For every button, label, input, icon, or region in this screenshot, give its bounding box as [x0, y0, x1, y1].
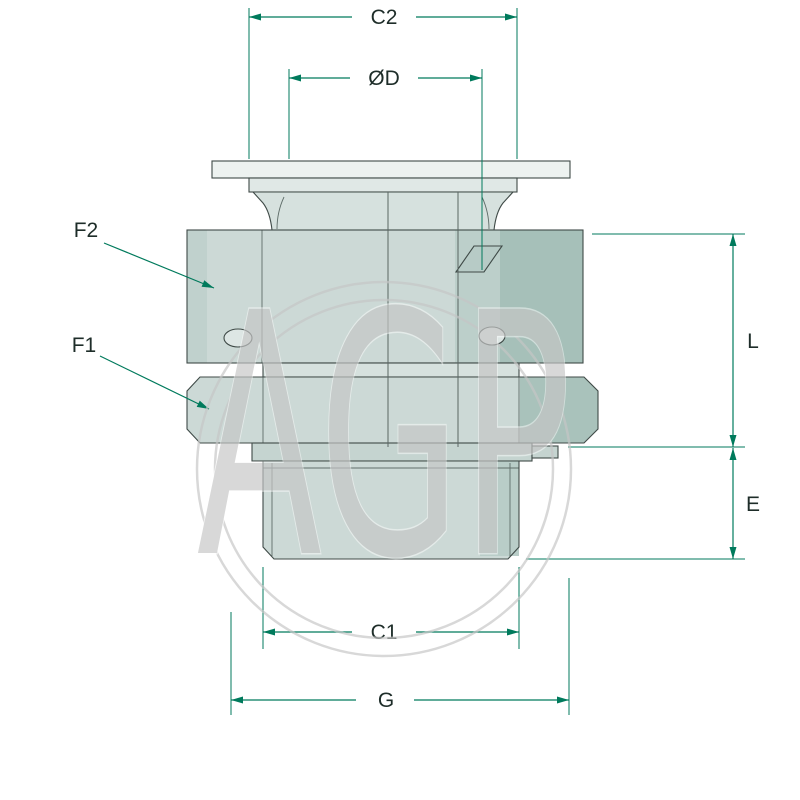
lock-nut-f1: [186, 376, 599, 444]
callout-label-f1: F1: [72, 334, 97, 357]
fitting-part: [186, 160, 599, 560]
neck-arc-right: [481, 196, 490, 230]
dim-label-e: E: [746, 493, 760, 516]
body-outline: [262, 460, 520, 560]
callout-label-f2: F2: [74, 219, 99, 242]
dim-l: [568, 233, 745, 448]
dim-label-od: ØD: [368, 67, 400, 90]
leader-f2: [103, 242, 215, 289]
leader-f1: [99, 355, 210, 410]
neck-arc-left: [276, 196, 285, 230]
dim-g: [230, 578, 570, 715]
flange-step: [248, 177, 518, 193]
dimension-labels: C2 ØD F2 F1 L E C1 G: [72, 6, 760, 712]
nut-chamfer-notch: [454, 245, 504, 273]
dimensions: [99, 8, 745, 715]
watermark-circle-inner: [213, 298, 555, 640]
watermark-circle-outer: [195, 280, 573, 658]
dim-label-l: L: [747, 330, 759, 353]
flange-neck: [251, 191, 515, 231]
locknut-outline: [186, 376, 599, 444]
dim-e: [526, 448, 745, 560]
stamp-ellipse-right: [478, 326, 506, 346]
dim-label-g: G: [378, 689, 394, 712]
dim-c2: [248, 8, 518, 159]
watermark-text: AGP: [197, 243, 572, 633]
dim-od: [288, 69, 483, 270]
flange-plate: [211, 160, 571, 179]
hex-nut-f2: [186, 229, 584, 364]
watermark: AGP: [195, 242, 573, 658]
threaded-body: [262, 460, 520, 560]
dim-label-c2: C2: [371, 6, 398, 29]
